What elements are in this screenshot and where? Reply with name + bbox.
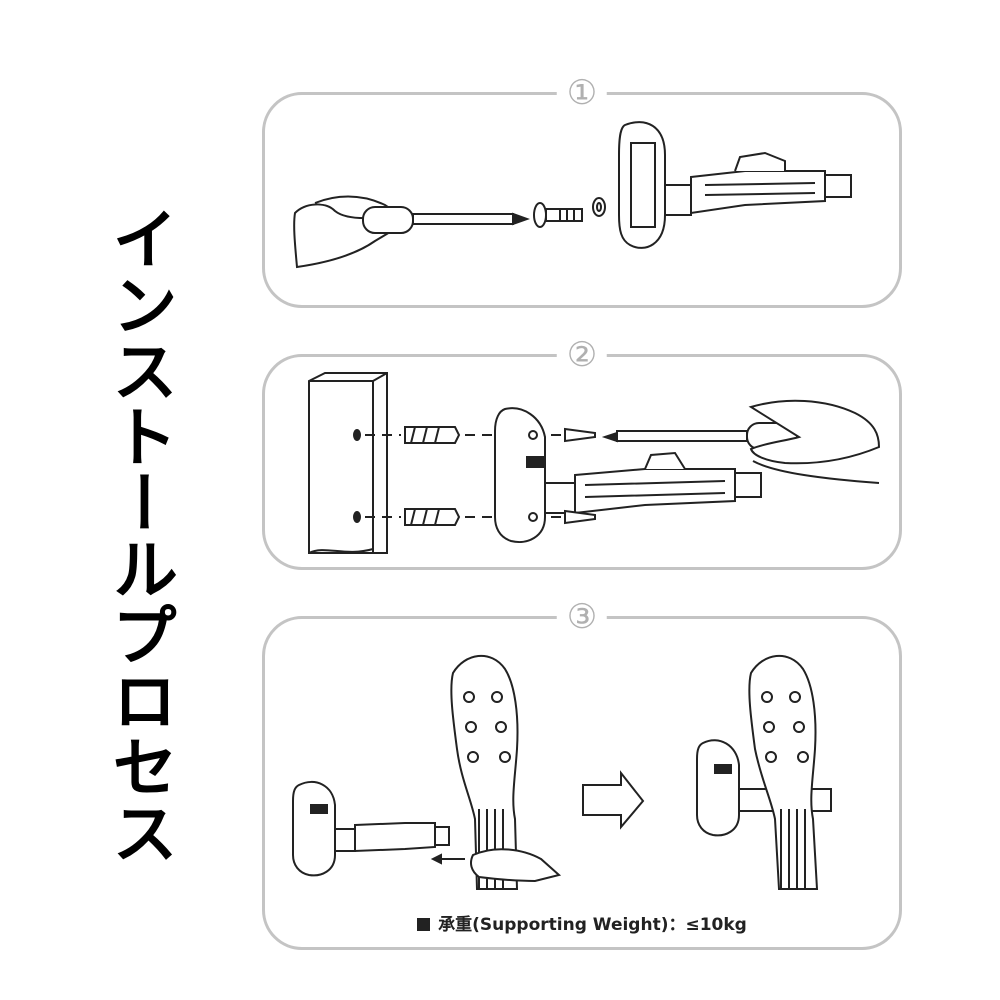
step-2-number: ② bbox=[556, 335, 608, 375]
step-1-panel: ① bbox=[262, 73, 902, 308]
guitar-headstock-icon bbox=[748, 654, 819, 890]
step-3-number: ③ bbox=[556, 597, 608, 637]
hand-icon bbox=[470, 848, 562, 883]
arrow-right-icon bbox=[582, 770, 645, 830]
hanger-mount-icon bbox=[618, 121, 852, 249]
step-1-illustration bbox=[293, 121, 852, 269]
hanger-mount-icon bbox=[292, 780, 450, 877]
washer-icon bbox=[592, 197, 606, 217]
hanger-mount-icon bbox=[696, 739, 832, 837]
step-2-panel: ② bbox=[262, 335, 902, 570]
anchor-plug-icon bbox=[404, 426, 461, 526]
hand-icon bbox=[748, 399, 881, 484]
step-2-illustration bbox=[308, 372, 881, 554]
wall-icon bbox=[308, 372, 388, 554]
arrow-left-icon bbox=[430, 853, 465, 865]
step-3-panel: ③ bbox=[262, 597, 902, 950]
screwdriver-icon bbox=[362, 206, 530, 234]
supporting-weight-caption: 承重(Supporting Weight)：≤10kg bbox=[265, 910, 899, 935]
step-3-illustration bbox=[292, 654, 832, 890]
caption-text: 承重(Supporting Weight)：≤10kg bbox=[438, 915, 747, 935]
bullet-square-icon bbox=[417, 918, 431, 931]
screw-icon bbox=[533, 202, 583, 228]
screw-icon bbox=[564, 427, 596, 525]
guitar-headstock-icon bbox=[450, 654, 519, 890]
page-title: インストールプロセス bbox=[101, 205, 178, 865]
step-1-number: ① bbox=[556, 73, 608, 113]
hanger-mount-icon bbox=[494, 407, 762, 543]
